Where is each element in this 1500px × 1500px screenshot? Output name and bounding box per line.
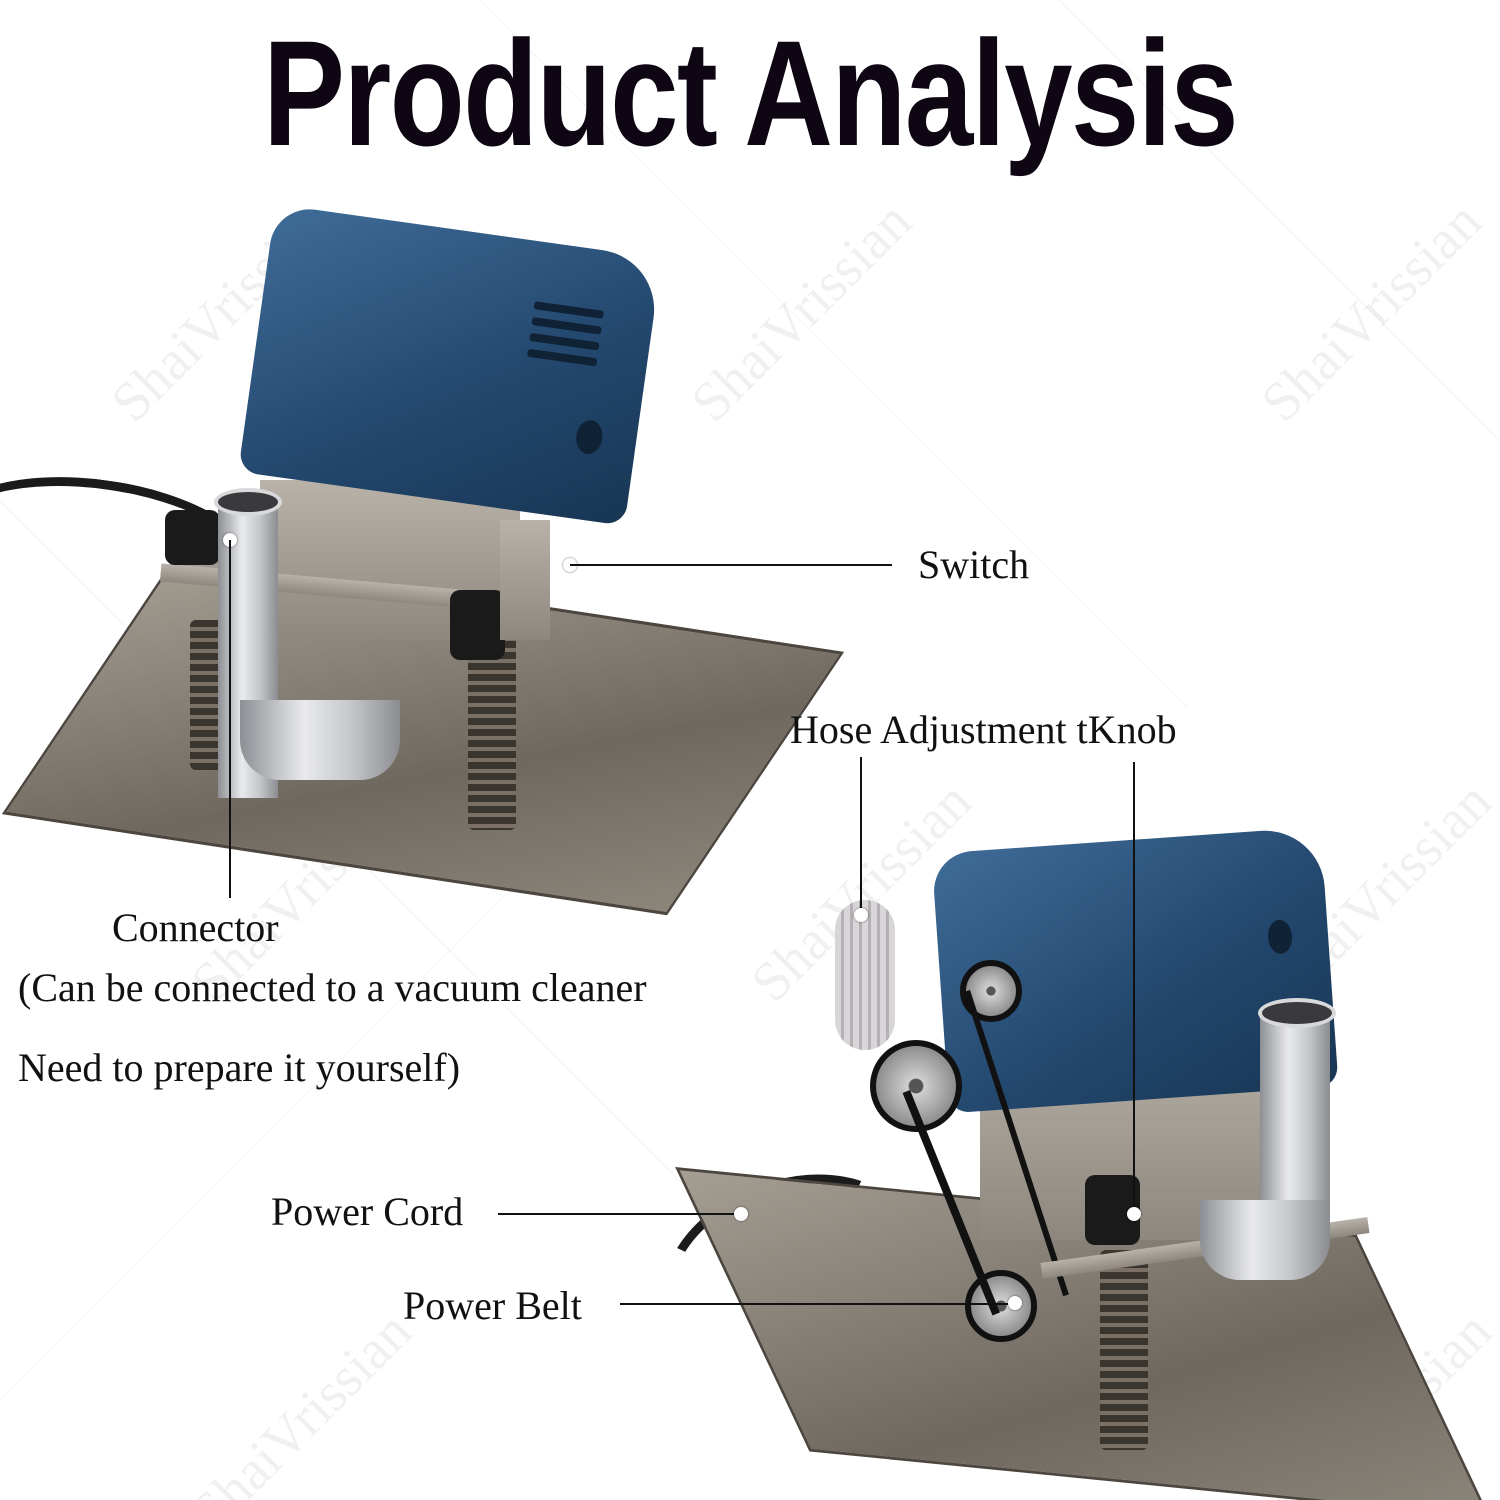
- vent-slot: [533, 301, 605, 319]
- connector-pipe-opening: [214, 488, 282, 516]
- connector-pipe-elbow: [1200, 1200, 1330, 1280]
- power-belt-leader-line: [620, 1303, 1015, 1305]
- connector-label: Connector: [112, 905, 279, 950]
- hose-leader-line: [860, 757, 862, 915]
- motor-side-hole: [574, 418, 605, 456]
- switch-leader-line: [570, 564, 892, 566]
- connector-leader-line: [229, 540, 231, 898]
- connector-pipe-opening: [1258, 998, 1336, 1028]
- connector-note-line1: (Can be connected to a vacuum cleaner: [18, 965, 647, 1010]
- switch-body: [500, 520, 550, 640]
- connector-pipe-elbow: [240, 700, 400, 780]
- knob-marker: [1127, 1207, 1141, 1221]
- spring: [1100, 1250, 1148, 1450]
- switch-label: Switch: [918, 542, 1030, 587]
- power-cord-label: Power Cord: [271, 1189, 464, 1234]
- bottom-machine-photo: [637, 820, 1500, 1500]
- top-machine-photo: [0, 204, 860, 920]
- vent-slot: [531, 317, 602, 335]
- power-belt-label: Power Belt: [403, 1283, 582, 1328]
- power-cord-leader-line: [498, 1213, 741, 1215]
- motor-housing: [238, 204, 662, 526]
- knob-leader-line: [1133, 762, 1135, 1214]
- vent-slot: [529, 332, 600, 351]
- vent-slot: [526, 348, 598, 367]
- adjustment-knob: [165, 510, 220, 565]
- watermark: ShaiVrissian: [179, 1300, 424, 1500]
- motor-side-hole: [1266, 919, 1294, 955]
- hose-marker: [854, 908, 868, 922]
- power-cord-marker: [734, 1207, 748, 1221]
- page-title: Product Analysis: [263, 9, 1239, 177]
- drive-pulley: [965, 1270, 1037, 1342]
- hose-knob-label: Hose Adjustment tKnob: [790, 707, 1177, 752]
- vacuum-hose: [835, 900, 895, 1050]
- power-belt-marker: [1008, 1296, 1022, 1310]
- spring: [468, 630, 516, 830]
- connector-note-line2: Need to prepare it yourself): [18, 1045, 461, 1090]
- adjustment-knob: [450, 590, 505, 660]
